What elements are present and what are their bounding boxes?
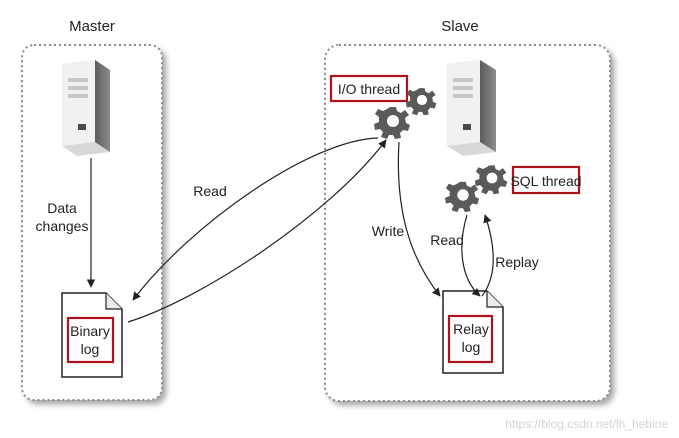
binary-log-label-1: Binary xyxy=(70,323,110,339)
relay-read-label: Read xyxy=(430,232,463,248)
sql-thread-highlight xyxy=(511,165,581,195)
slave-group: Slave I/O thread SQL thread Relay xyxy=(324,18,611,402)
replay-label: Replay xyxy=(495,254,539,270)
relay-log-label-1: Relay xyxy=(453,321,489,337)
server-icon xyxy=(447,60,496,156)
read-request-arrow xyxy=(132,137,379,301)
relay-log-label-2: log xyxy=(462,339,481,355)
master-group: Master Data changes Binary log xyxy=(21,18,163,401)
relay-log-highlight xyxy=(447,314,494,364)
write-arrow xyxy=(397,141,441,297)
io-thread-label: I/O thread xyxy=(338,81,400,97)
watermark-text: https://blog.csdn.net/lh_hebine xyxy=(505,417,668,431)
read-response-arrow xyxy=(127,139,387,323)
document-icon xyxy=(61,292,123,378)
replay-arrow xyxy=(481,214,494,297)
data-changes-label-1: Data xyxy=(47,200,77,216)
write-label: Write xyxy=(372,223,405,239)
data-changes-label-2: changes xyxy=(36,218,89,234)
server-icon xyxy=(62,60,110,156)
relay-read-arrow xyxy=(461,214,481,297)
io-thread-highlight xyxy=(329,74,409,103)
sql-thread-label: SQL thread xyxy=(510,173,581,189)
read-master-label: Read xyxy=(193,183,226,199)
master-box xyxy=(21,44,163,401)
binary-log-highlight xyxy=(66,316,115,364)
master-title: Master xyxy=(69,18,115,35)
slave-title: Slave xyxy=(441,18,479,35)
binary-log-label-2: log xyxy=(81,341,100,357)
